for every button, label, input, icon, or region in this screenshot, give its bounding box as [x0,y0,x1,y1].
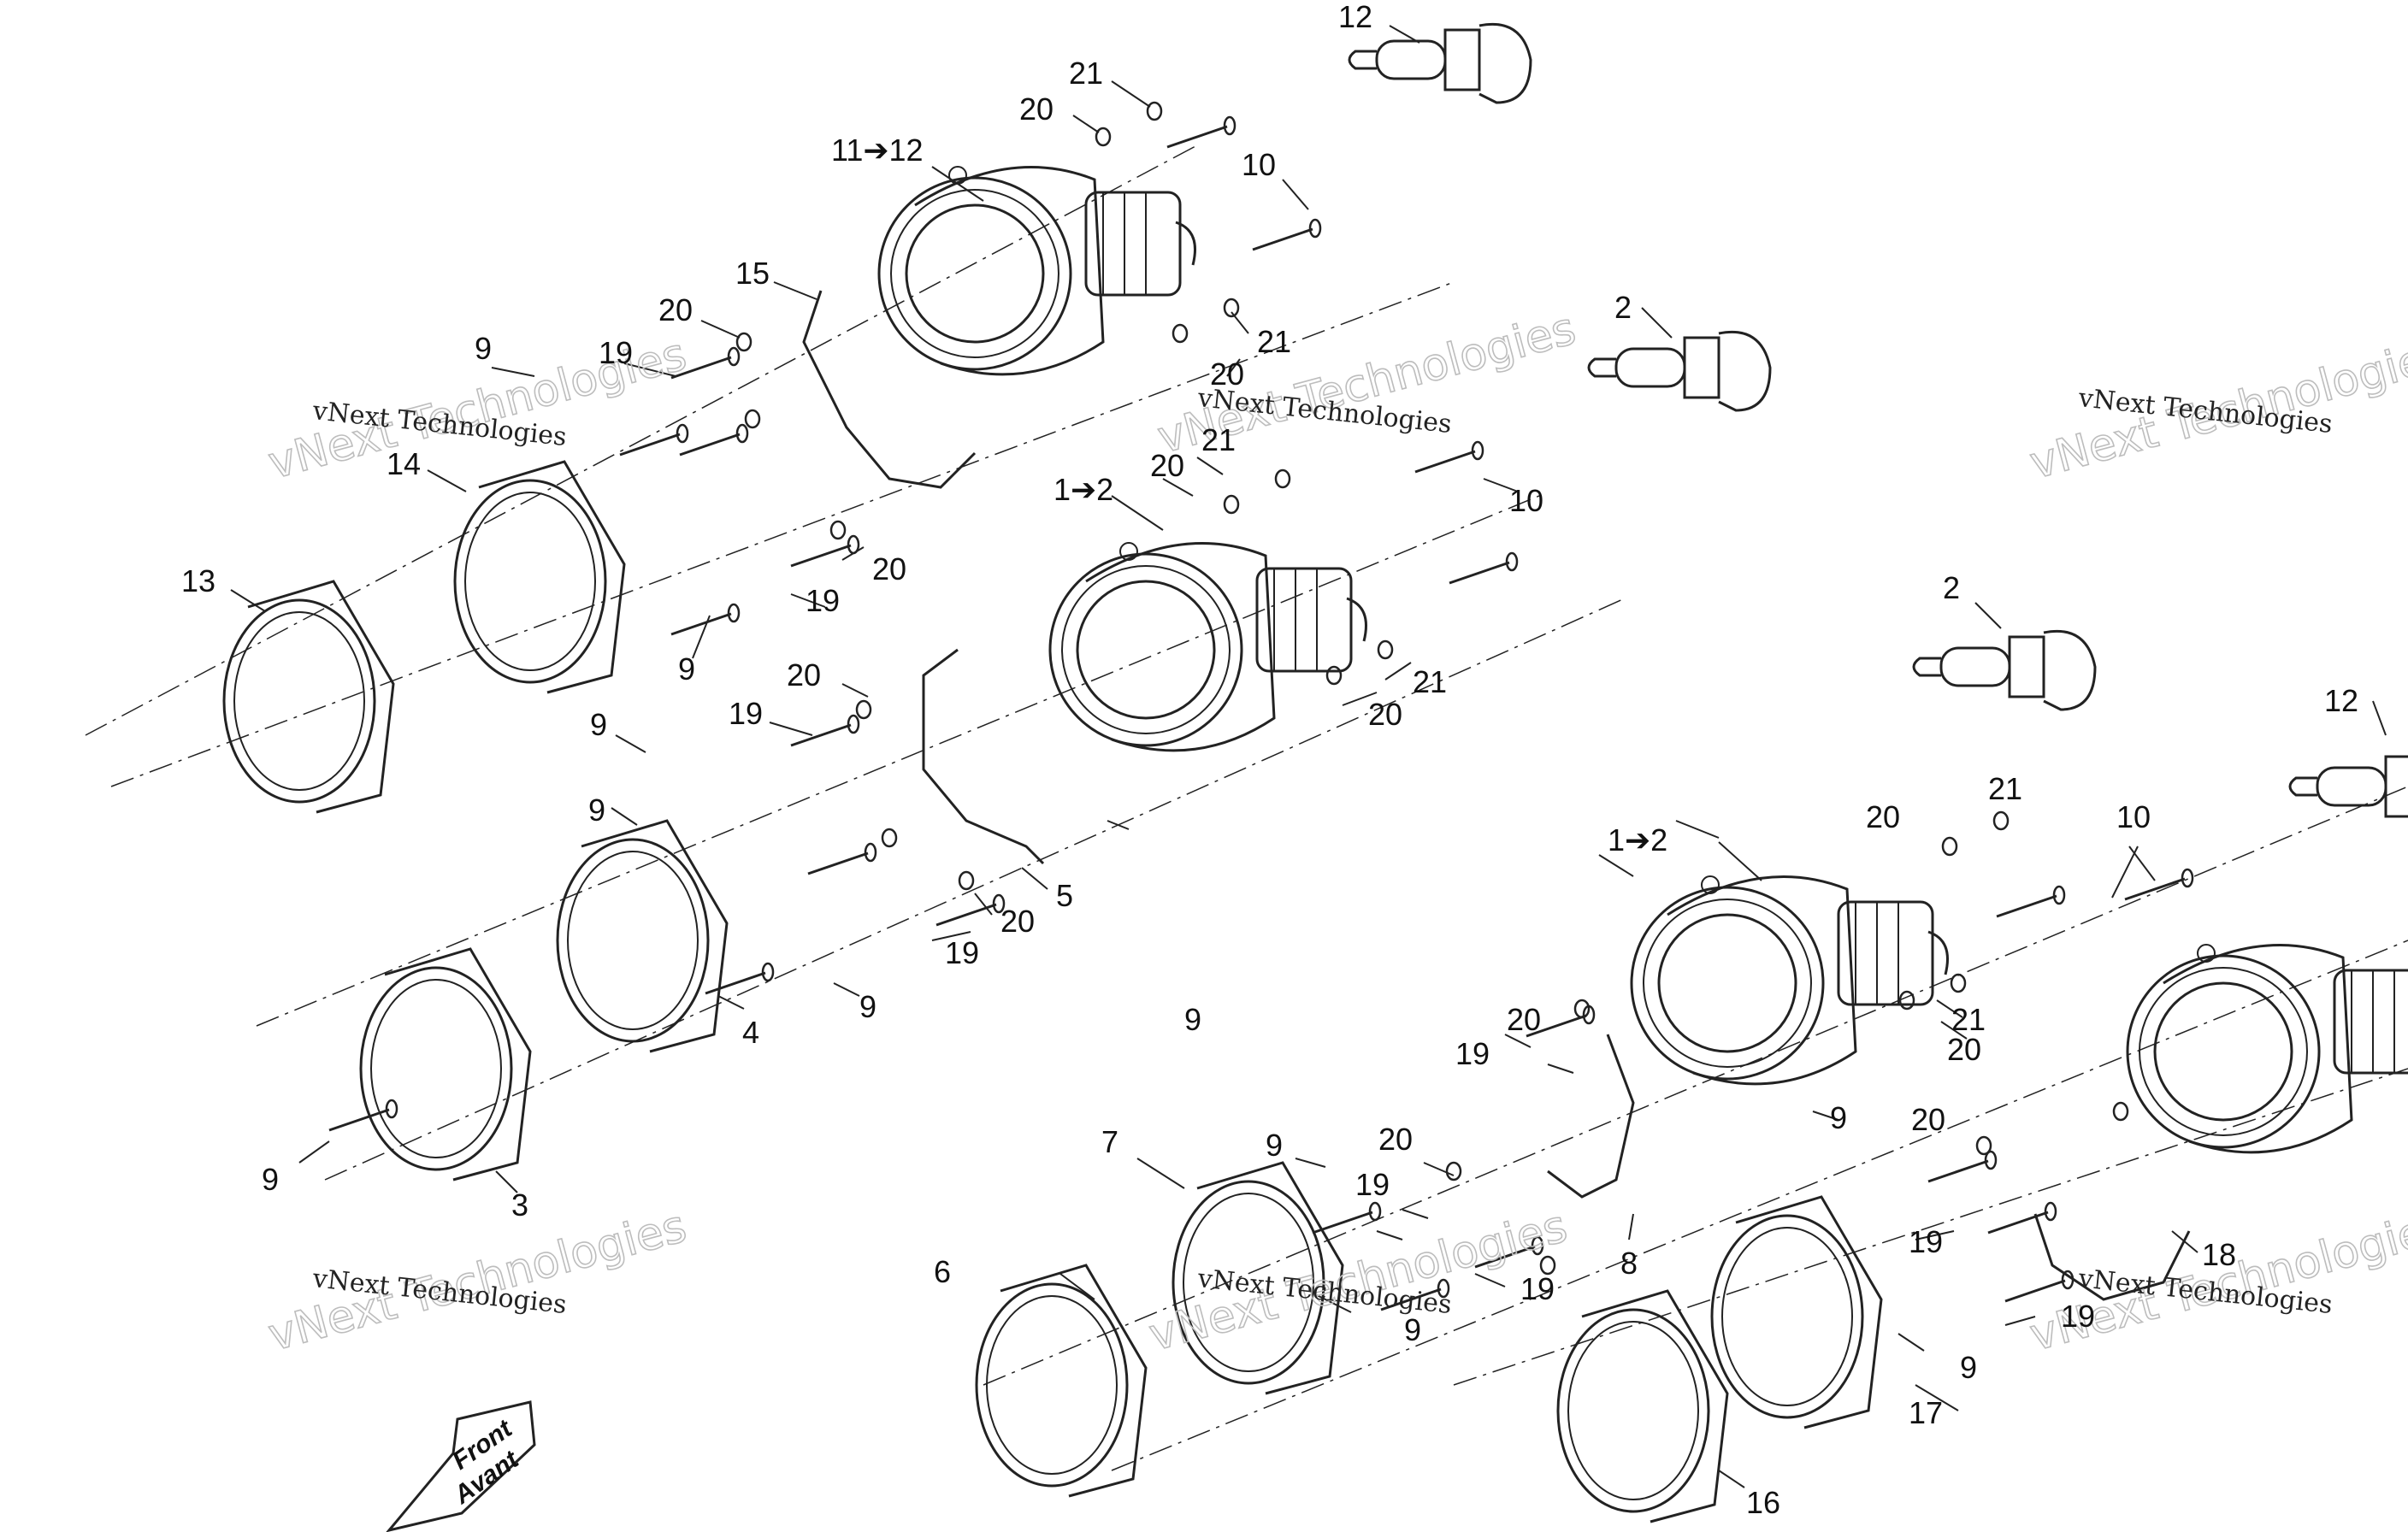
bulb-2-upper [1587,330,1772,412]
ring-6 [975,1264,1148,1498]
callout-label: 1➔2 [1054,472,1113,507]
callout-label: 21 [1413,664,1447,699]
callout-label: 19 [599,335,633,370]
callout-label: 6 [934,1254,951,1289]
callout-label: 20 [1507,1002,1541,1037]
callout-label: 8 [1620,1246,1638,1281]
callout-label: 9 [859,989,876,1024]
callout-label: 21 [1988,771,2022,806]
callout-label: 19 [729,696,763,731]
callout-label: 15 [735,256,770,291]
callout-label: 10 [1242,147,1276,182]
callout-label: 10 [1509,483,1543,518]
callout-label: 19 [1520,1271,1555,1306]
callout-label: 9 [475,331,492,366]
callout-label: 21 [1257,324,1291,359]
callout-label: 19 [1909,1224,1943,1259]
callout-label: 9 [1184,1002,1201,1037]
callout-label: 12 [2324,683,2358,718]
callout-label: 11➔12 [831,133,924,168]
callout-label: 21 [1069,56,1103,91]
ring-4 [556,819,729,1053]
callout-label: 20 [1150,448,1184,483]
ring-16 [1556,1289,1729,1523]
callout-label: 2 [1943,570,1960,605]
callout-label: 3 [511,1187,528,1223]
callout-label: 21 [1951,1002,1986,1037]
callout-label: 20 [1000,904,1035,939]
watermarks: vNext Technologies vNext Technologies vN… [263,303,2408,1363]
headlight-assembly-middle [1048,541,1367,752]
callout-label: 9 [1266,1128,1283,1163]
callout-label: 20 [872,551,906,586]
callout-label: 2 [1614,290,1632,325]
callout-label: 20 [658,292,693,327]
bulb-2-lower [1912,629,2097,711]
callout-label: 19 [2061,1299,2095,1334]
callout-label: 20 [1947,1032,1981,1067]
callout-label: 13 [181,563,215,598]
callout-label: 5 [1056,878,1073,913]
bulb-12-top [1348,22,1532,104]
callout-label: 1➔2 [1608,822,1667,857]
axis-lines [85,144,2408,1471]
front-direction-arrow: Front Avant [386,1400,536,1532]
callout-label: 16 [1746,1485,1780,1520]
headlight-assembly-lower-right [1630,875,1949,1086]
callout-label: 9 [588,793,605,828]
callout-label: 9 [590,707,607,742]
brackets [802,290,2191,1301]
callout-label: 4 [742,1015,759,1050]
leader-lines [230,25,2387,1488]
callout-label: 17 [1909,1395,1943,1430]
callout-labels: 12 21 20 11➔12 10 15 20 19 9 21 20 2 21 … [181,0,2358,1520]
callout-label: 7 [1101,1124,1118,1159]
callout-label: 19 [1455,1036,1490,1071]
callout-label: 18 [2202,1237,2236,1272]
ring-14 [453,460,626,694]
callout-label: 20 [1019,91,1054,127]
callout-label: 20 [1378,1122,1413,1157]
callout-label: 9 [262,1162,279,1197]
callout-label: 19 [1355,1167,1390,1202]
callout-label: 19 [945,935,979,970]
callout-label: 9 [1404,1312,1421,1347]
ring-3 [359,947,532,1181]
callout-label: 21 [1201,422,1236,457]
ring-13 [222,580,395,814]
callout-label: 14 [387,446,421,481]
callout-label: 20 [1210,356,1244,392]
ring-17 [1710,1195,1883,1429]
callout-label: 12 [1338,0,1372,34]
callout-label: 10 [2116,799,2151,834]
callout-label: 9 [1830,1100,1847,1135]
callout-label: 9 [678,651,695,686]
headlight-assembly-top [877,165,1196,376]
callout-label: 20 [1866,799,1900,834]
callout-label: 20 [1911,1102,1945,1137]
bulb-12-right [2288,749,2408,831]
headlight-assembly-far-right [2126,943,2408,1154]
callout-label: 9 [1960,1350,1977,1385]
callout-label: 19 [806,583,840,618]
callout-label: 20 [787,657,821,692]
callout-label: 20 [1368,697,1402,732]
